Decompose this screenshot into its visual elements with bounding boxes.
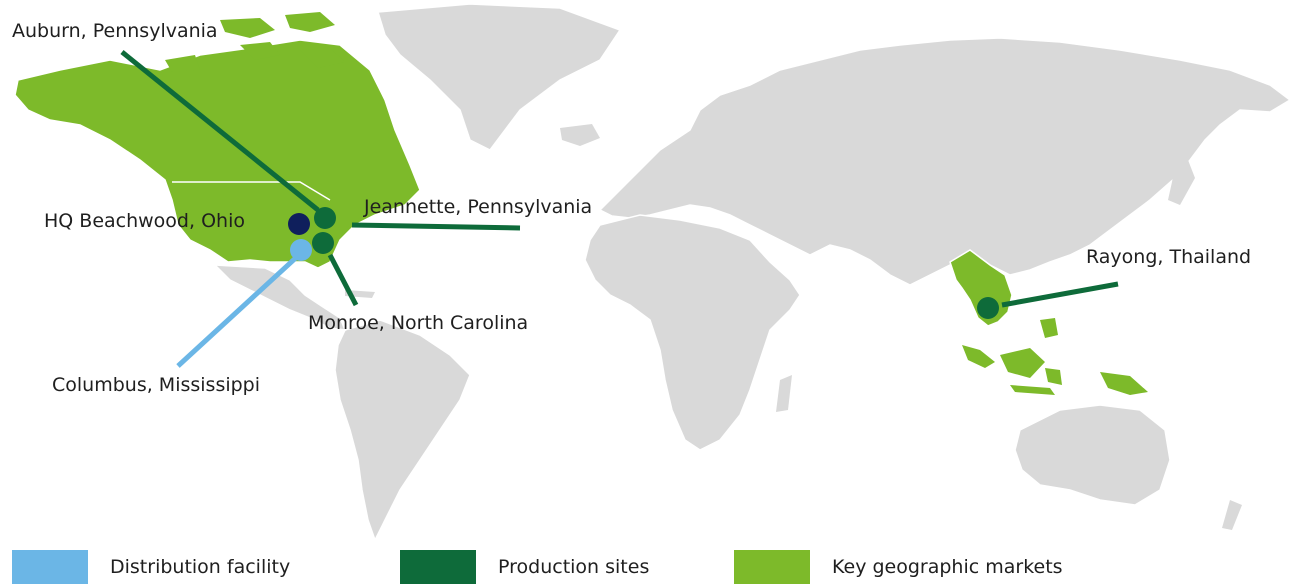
production-swatch bbox=[400, 550, 476, 584]
distribution-swatch bbox=[12, 550, 88, 584]
auburn-connector bbox=[120, 50, 320, 212]
arctic-islands bbox=[165, 12, 345, 72]
monroe-label: Monroe, North Carolina bbox=[308, 312, 529, 334]
hq-marker bbox=[288, 213, 310, 235]
hq-label: HQ Beachwood, Ohio bbox=[44, 210, 245, 232]
japan bbox=[1168, 160, 1195, 205]
greenland bbox=[377, 3, 622, 151]
legend-key-markets-label: Key geographic markets bbox=[832, 556, 1063, 578]
indonesia-islands bbox=[962, 318, 1148, 395]
rayong-connector bbox=[1001, 281, 1119, 308]
south-america bbox=[334, 319, 471, 542]
madagascar bbox=[776, 375, 792, 412]
columbus-label: Columbus, Mississippi bbox=[52, 374, 261, 396]
new-zealand bbox=[1222, 500, 1242, 530]
legend-distribution: Distribution facility bbox=[12, 548, 290, 586]
auburn-label: Auburn, Pennsylvania bbox=[12, 20, 218, 42]
legend-production: Production sites bbox=[400, 548, 649, 586]
key-markets-swatch bbox=[734, 550, 810, 584]
monroe-marker bbox=[312, 232, 334, 254]
iceland bbox=[560, 124, 600, 146]
legend-production-label: Production sites bbox=[498, 556, 650, 578]
africa bbox=[584, 214, 801, 451]
legend-key-markets: Key geographic markets bbox=[734, 548, 1063, 586]
legend-distribution-label: Distribution facility bbox=[110, 556, 291, 578]
mexico-central-america bbox=[213, 264, 347, 331]
us-canada-border bbox=[172, 181, 331, 201]
auburn-marker bbox=[314, 207, 336, 229]
rayong-label: Rayong, Thailand bbox=[1086, 246, 1252, 268]
monroe-connector bbox=[327, 253, 359, 307]
rayong-marker bbox=[977, 297, 999, 319]
north-america bbox=[14, 39, 421, 269]
australia bbox=[1014, 404, 1171, 506]
columbus-marker bbox=[290, 239, 312, 261]
columbus-connector bbox=[176, 252, 302, 368]
jeannette-label: Jeannette, Pennsylvania bbox=[364, 196, 593, 218]
jeannette-connector bbox=[351, 222, 521, 231]
eurasia bbox=[598, 37, 1292, 286]
